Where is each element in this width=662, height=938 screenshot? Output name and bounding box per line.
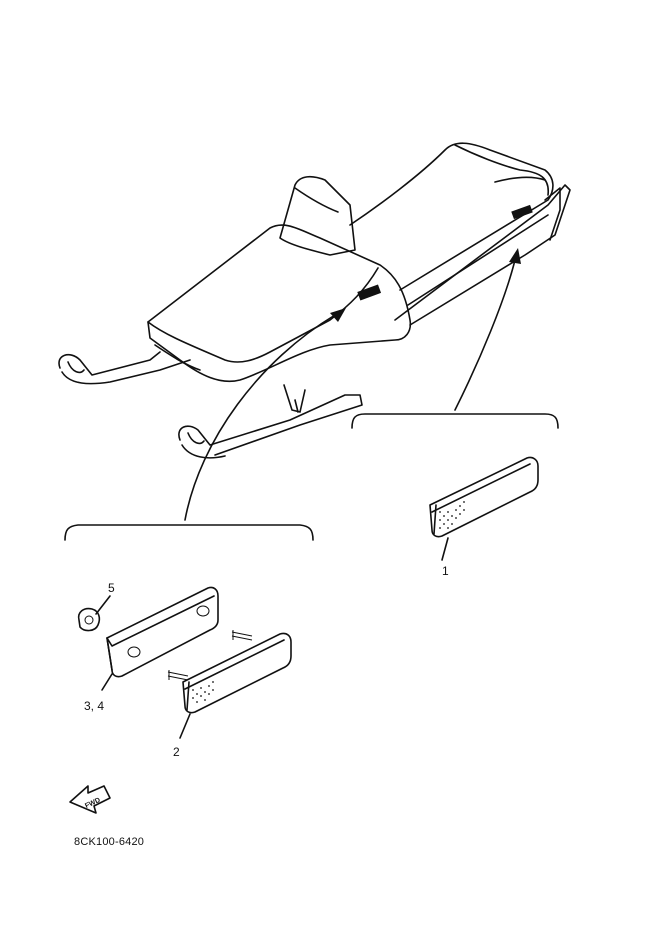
bracket-plate-icon: [101, 586, 219, 691]
leader-arrow-rear: [454, 248, 521, 411]
diagram-code: 8CK100-6420: [74, 836, 145, 848]
reflector-icon: [429, 456, 539, 561]
forward-arrow-icon: FWD: [69, 785, 111, 814]
snowmobile-outline-icon: [58, 142, 571, 459]
group-bracket-rear: [351, 413, 559, 429]
callout-2: 2: [173, 745, 180, 759]
nut-icon: [77, 595, 111, 632]
group-bracket-front: [64, 524, 314, 541]
callout-1: 1: [442, 564, 449, 578]
callout-5: 5: [108, 581, 115, 595]
reflector-icon: [167, 630, 292, 739]
callout-3-4: 3, 4: [84, 699, 105, 713]
leader-arrow-front: [184, 308, 346, 521]
